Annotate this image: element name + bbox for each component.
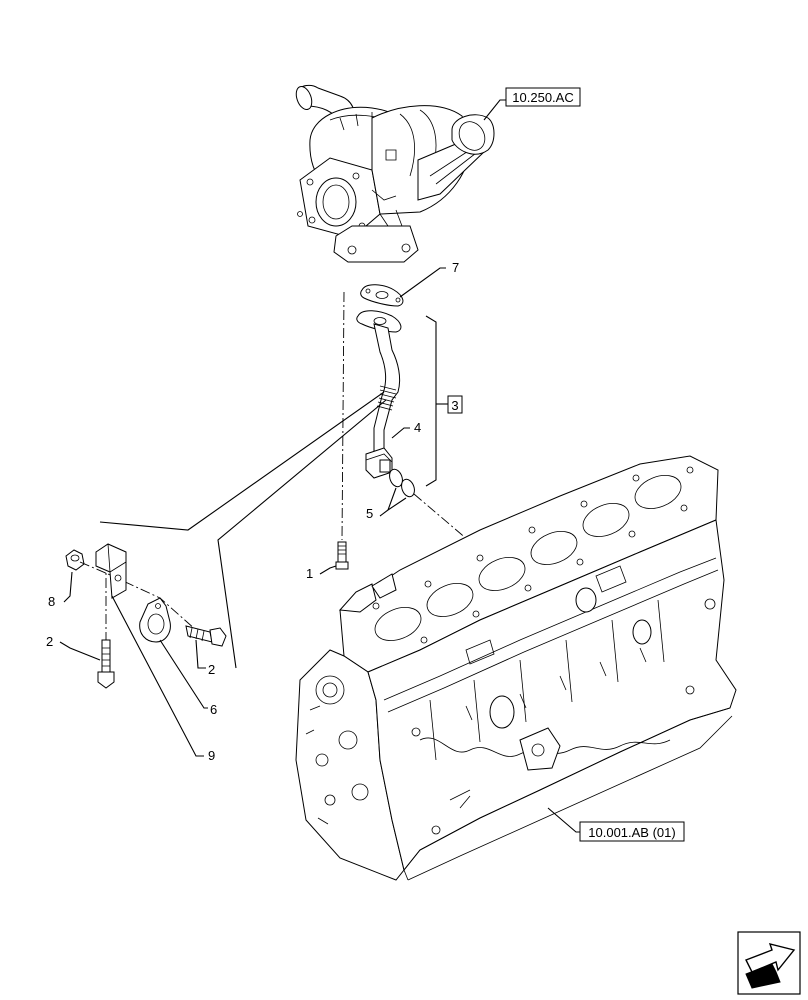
bolt-part-1 — [335, 541, 349, 570]
callout-1[interactable]: 1 — [306, 566, 313, 581]
turbo-ref-label[interactable]: 10.250.AC — [512, 90, 573, 105]
clamp-part-6 — [139, 597, 171, 643]
gasket-part-7 — [360, 284, 404, 307]
block-ref-label[interactable]: 10.001.AB (01) — [588, 825, 675, 840]
next-page-arrow-icon[interactable] — [737, 931, 801, 995]
bracket-ref-label[interactable]: 3 — [451, 398, 458, 413]
callout-6[interactable]: 6 — [210, 702, 217, 717]
callout-4[interactable]: 4 — [414, 420, 421, 435]
block-ref-box[interactable] — [579, 821, 685, 842]
turbo-ref-box[interactable] — [505, 87, 581, 107]
turbocharger-drawing — [295, 84, 495, 263]
bolt-part-2-vertical — [97, 639, 115, 689]
callout-2-left[interactable]: 2 — [46, 634, 53, 649]
o-rings-part-5 — [389, 468, 415, 498]
bolt-part-2-horizontal — [185, 625, 227, 647]
bracket-ref-box[interactable] — [447, 395, 463, 414]
engine-block-drawing — [295, 455, 737, 881]
callout-2-right[interactable]: 2 — [208, 662, 215, 677]
callout-9[interactable]: 9 — [208, 748, 215, 763]
bracket-part-9 — [95, 543, 127, 599]
callout-7[interactable]: 7 — [452, 260, 459, 275]
nut-part-8 — [65, 549, 85, 571]
callout-5[interactable]: 5 — [366, 506, 373, 521]
callout-8[interactable]: 8 — [48, 594, 55, 609]
oil-drain-pipe-part-4 — [356, 310, 402, 479]
